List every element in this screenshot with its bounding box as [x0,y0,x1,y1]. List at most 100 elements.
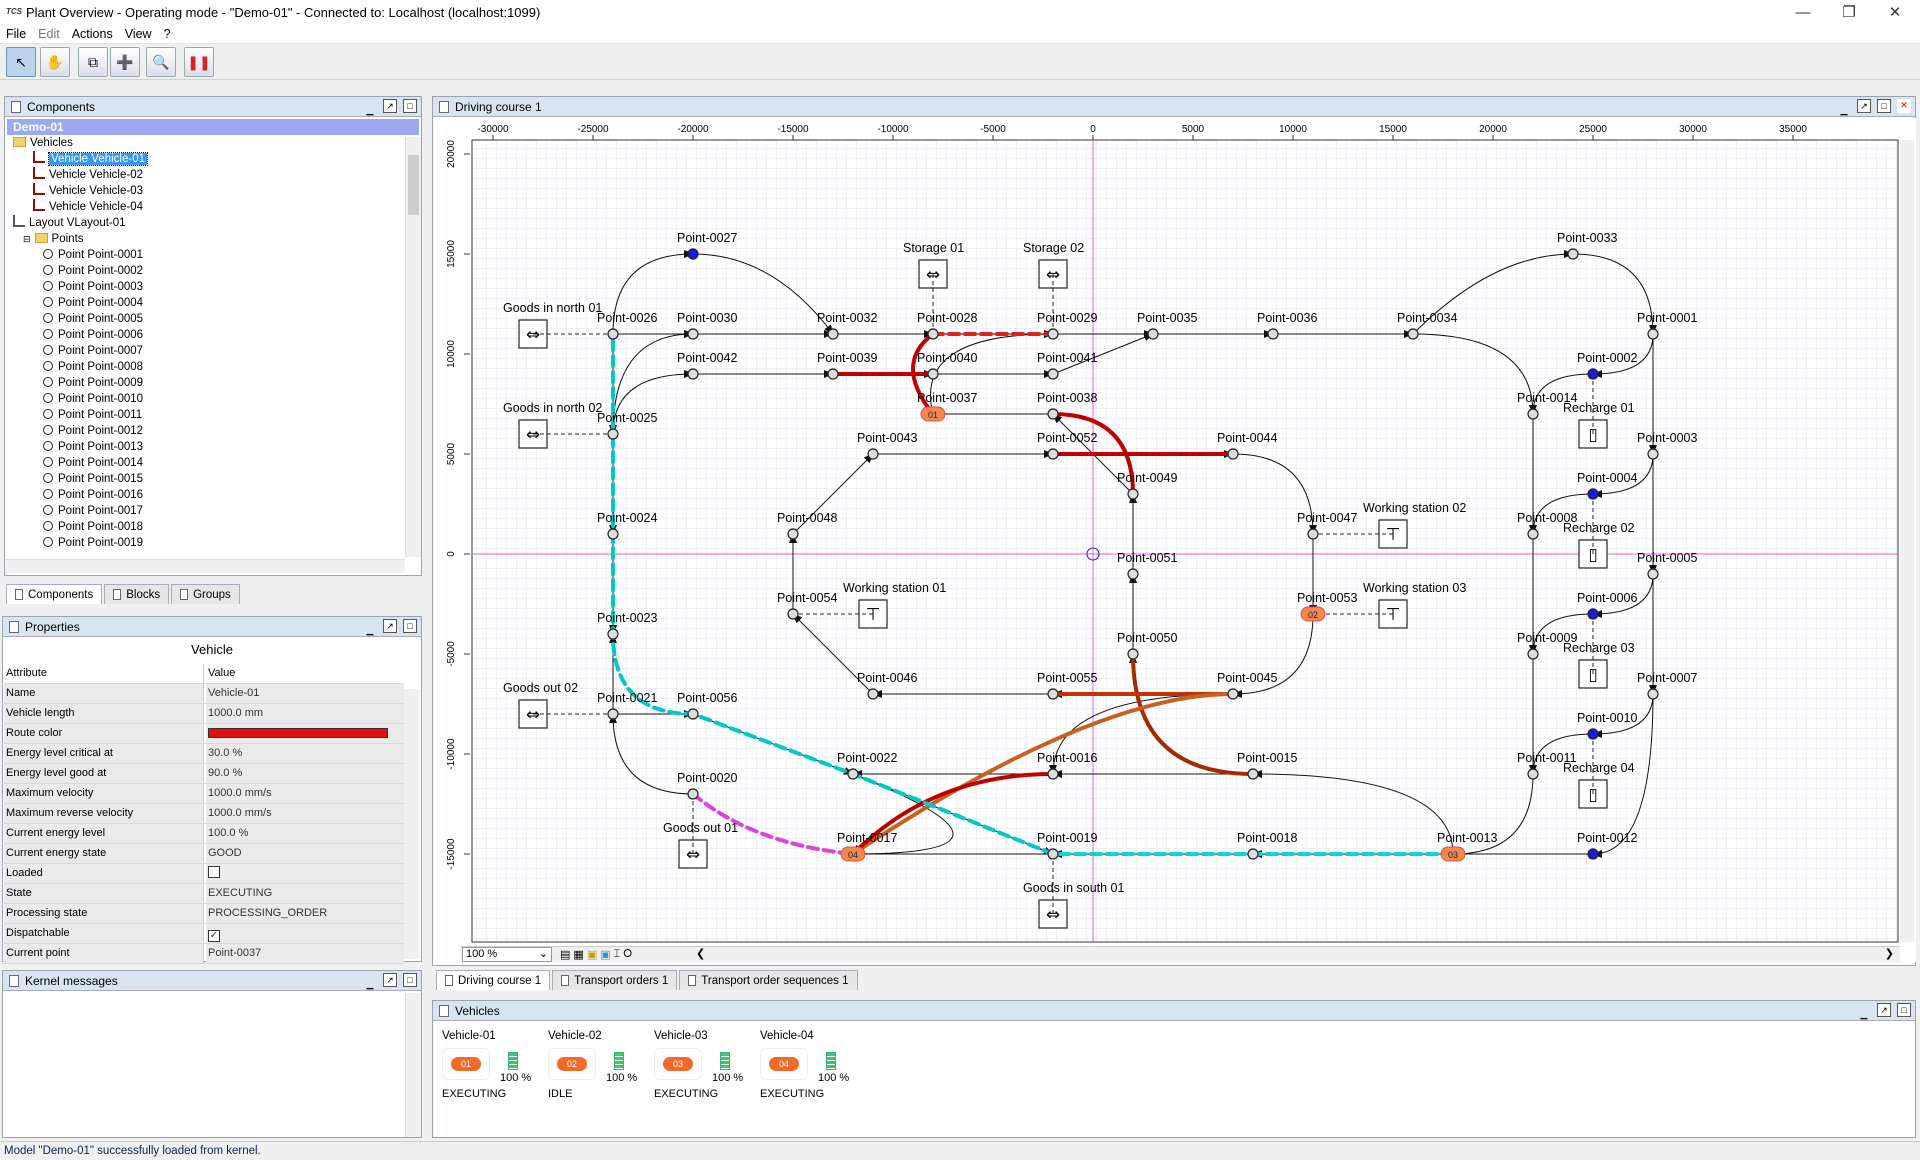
point-node[interactable] [1527,768,1539,780]
tree-vertical-scrollbar[interactable] [405,137,421,557]
restore-button[interactable]: ❐ [1842,4,1856,21]
tree-item-point[interactable]: Point Point-0002 [43,263,143,279]
tree-item-point[interactable]: Point Point-0009 [43,375,143,391]
point-node[interactable] [787,528,799,540]
property-row[interactable]: Loaded [2,864,404,884]
property-value[interactable]: 30.0 % [206,744,404,763]
point-node[interactable] [1047,408,1059,420]
scroll-left-icon[interactable]: ❮ [696,948,706,960]
path-curve[interactable] [1529,733,1594,775]
undock-icon[interactable]: ↗ [1857,99,1871,113]
point-node[interactable] [1267,328,1279,340]
property-value[interactable]: GOOD [206,844,404,863]
point-node[interactable] [1227,448,1239,460]
undock-icon[interactable]: ↗ [383,99,397,113]
select-tool-button[interactable]: ↖ [6,47,36,77]
kernel-scrollbar[interactable] [405,993,421,1137]
maximize-icon[interactable]: □ [1897,1003,1911,1017]
point-node[interactable] [687,328,699,340]
path-curve[interactable] [1572,253,1657,335]
point-node[interactable] [927,368,939,380]
tree-item-point[interactable]: Point Point-0006 [43,327,143,343]
point-node[interactable] [1307,528,1319,540]
vehicle-shape-icon[interactable] [920,406,946,422]
minimize-icon[interactable]: ▁ [1860,1009,1868,1019]
minimize-icon[interactable]: ▁ [366,105,374,115]
point-node[interactable] [1647,568,1659,580]
tree-item-point[interactable]: Point Point-0011 [43,407,142,423]
menu-edit[interactable]: Edit [38,26,60,41]
point-node[interactable] [607,628,619,640]
scroll-thumb[interactable] [408,155,419,215]
point-node[interactable] [607,328,619,340]
path-curve[interactable] [1592,693,1654,858]
point-node[interactable] [927,328,939,340]
location[interactable]: ⇔Goods in north 02 [503,401,602,449]
vehicle-marker[interactable]: 03 [1440,846,1466,862]
tree-item-point[interactable]: Point Point-0003 [43,279,143,295]
create-group-button[interactable]: ⧉ [78,47,108,77]
create-transport-order-button[interactable]: ➕ [110,47,140,77]
path-curve[interactable] [1252,770,1454,855]
tree-item-vehicle[interactable]: Vehicle Vehicle-04 [33,199,143,215]
label-toggle-icon[interactable]: ▤ [560,949,571,961]
point-node[interactable] [1047,688,1059,700]
point-node[interactable] [1227,688,1239,700]
point-node[interactable] [1587,368,1599,380]
point-node[interactable] [827,368,839,380]
blocks-toggle-icon[interactable]: ▣ [586,949,598,961]
path-segment[interactable] [1052,333,1154,375]
tree-folder-points[interactable]: ⊟Points [23,233,84,245]
tree-item-vehicle[interactable]: Vehicle Vehicle-03 [33,183,143,199]
find-vehicle-button[interactable]: 🔍 [146,47,176,77]
tree-item-point[interactable]: Point Point-0018 [43,519,143,535]
property-value[interactable]: Point-0037 [206,944,404,963]
property-value[interactable]: Vehicle-01 [206,684,404,703]
maximize-icon[interactable]: □ [1877,99,1891,113]
location[interactable]: ▯Recharge 01 [1563,401,1635,449]
path-curve[interactable] [692,253,834,335]
property-value[interactable]: 90.0 % [206,764,404,783]
unchecked-checkbox[interactable] [208,866,220,878]
point-node[interactable] [827,328,839,340]
tree-item-point[interactable]: Point Point-0013 [43,439,143,455]
location[interactable]: ⇔Goods out 02 [503,681,578,729]
property-value[interactable]: 1000.0 mm/s [206,804,404,823]
routes-toggle-icon[interactable]: ▣ [600,949,611,961]
tab-transport-orders[interactable]: Transport orders 1 [552,970,678,990]
point-node[interactable] [687,708,699,720]
tree-item-layout[interactable]: Layout VLayout-01 [13,215,126,231]
path-segment[interactable] [792,453,874,535]
vehicle-marker[interactable]: 02 [1300,606,1326,622]
point-node[interactable] [1247,768,1259,780]
point-node[interactable] [1587,848,1599,860]
point-node[interactable] [607,528,619,540]
path-curve[interactable] [1232,613,1314,698]
menu-actions[interactable]: Actions [71,26,113,41]
tree-item-point[interactable]: Point Point-0014 [43,455,143,471]
tree-item-point[interactable]: Point Point-0012 [43,423,143,439]
vehicle-shape-icon[interactable] [840,846,866,862]
tree-item-point[interactable]: Point Point-0004 [43,295,143,311]
point-node[interactable] [1047,368,1059,380]
point-node[interactable] [687,248,699,260]
minimize-icon[interactable]: ▁ [366,979,374,989]
path-curve[interactable] [1232,453,1317,535]
point-node[interactable] [607,708,619,720]
tree-horizontal-scrollbar[interactable] [5,559,405,573]
grid-toggle-icon[interactable]: ▦ [573,949,584,961]
property-value[interactable]: ✓ [206,924,404,943]
property-row[interactable]: Route color [2,724,404,744]
point-node[interactable] [787,608,799,620]
